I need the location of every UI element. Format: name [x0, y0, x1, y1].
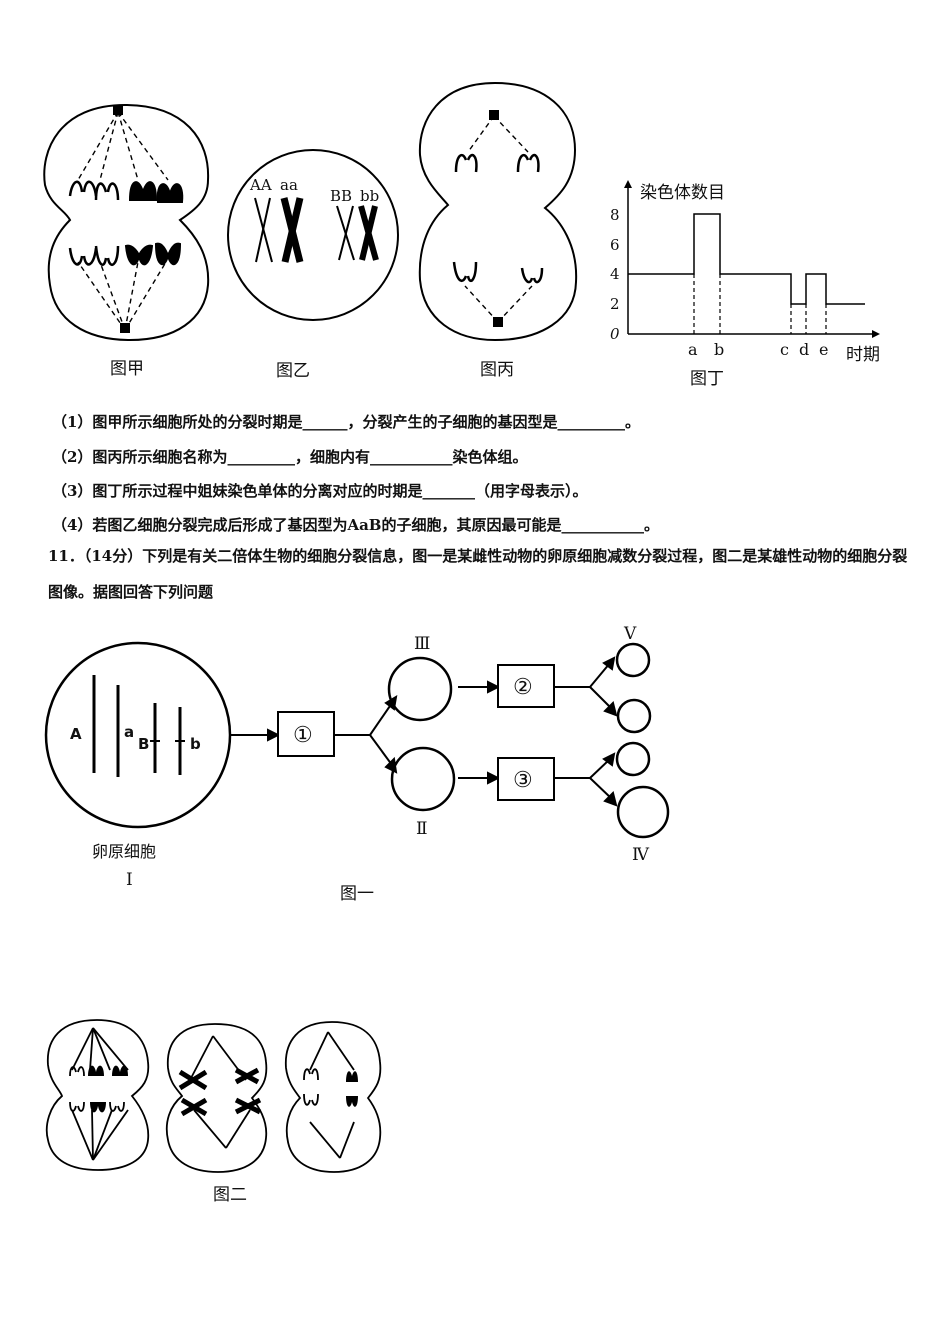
gene-A: A	[70, 725, 82, 743]
question-11: 11．（14分）下列是有关二倍体生物的细胞分裂信息，图一是某雌性动物的卵原细胞减…	[48, 547, 908, 601]
yi-label-aa: aa	[280, 176, 298, 194]
ding-ytick-2: 2	[610, 295, 620, 313]
ding-xtick-e: e	[819, 340, 828, 359]
ding-xtick-c: c	[780, 340, 789, 359]
cell-V-top	[615, 642, 651, 678]
gene-B: B	[138, 735, 149, 753]
figure-ding-chart: 染色体数目 时期 8 6 4 2 0 a b c d e	[610, 180, 880, 365]
ding-x-arrow	[872, 330, 880, 338]
step-box-1-label: ①	[293, 723, 313, 748]
ding-ytick-0: 0	[610, 325, 620, 343]
gene-a: a	[124, 723, 134, 741]
step-box-3	[497, 757, 555, 801]
cell-V-bottom	[616, 698, 652, 734]
ding-xtick-d: d	[799, 340, 809, 359]
bing-caption: 图丙	[480, 360, 514, 380]
label-III: Ⅲ	[414, 634, 430, 654]
figure-two: 图二	[45, 1019, 382, 1205]
yi-label-BB: BB	[330, 187, 352, 205]
top-figures: 图甲 AA aa BB bb 图乙	[43, 81, 880, 389]
jia-caption: 图甲	[110, 359, 144, 379]
figure-jia	[43, 103, 210, 342]
ding-xtick-b: b	[714, 340, 724, 359]
yi-label-AA: AA	[249, 176, 272, 194]
figure-one-caption: 图一	[340, 884, 374, 904]
step-box-3-label: ③	[513, 768, 533, 793]
figure-one: A a B b 卵原细胞 Ⅰ ① ② ③ Ⅲ Ⅱ Ⅴ Ⅳ 图一	[44, 624, 670, 904]
ding-caption: 图丁	[690, 369, 724, 389]
label-V: Ⅴ	[623, 624, 637, 644]
question-1: （1）图甲所示细胞所处的分裂时期是______，分裂产生的子细胞的基因型是___…	[52, 413, 640, 431]
oogonium-caption: 卵原细胞	[92, 842, 156, 861]
fig2-cell-2	[165, 1023, 268, 1173]
ding-ytick-8: 8	[610, 206, 620, 224]
cell-IV-top	[615, 741, 651, 777]
question-2: （2）图丙所示细胞名称为_________，细胞内有___________染色体…	[52, 448, 528, 466]
figure-two-caption: 图二	[213, 1185, 247, 1205]
ding-y-arrow	[624, 180, 632, 188]
yi-caption: 图乙	[276, 361, 310, 381]
ding-ytick-4: 4	[610, 265, 620, 283]
gene-b: b	[190, 735, 201, 753]
question-4: （4）若图乙细胞分裂完成后形成了基因型为AaB的子细胞，其原因最可能是_____…	[52, 516, 659, 534]
oogonium-roman: Ⅰ	[126, 870, 133, 890]
yi-label-bb: bb	[360, 187, 379, 205]
ding-series-line	[628, 213, 865, 305]
ding-ytick-6: 6	[610, 236, 620, 254]
step-box-2-label: ②	[513, 675, 533, 700]
cell-II	[390, 746, 456, 812]
ding-xlabel: 时期	[846, 345, 880, 365]
figure-bing	[418, 81, 578, 342]
cell-chromosomes	[92, 675, 182, 777]
question-3: （3）图丁所示过程中姐妹染色单体的分离对应的时期是_______（用字母表示）。	[52, 482, 588, 500]
ding-xtick-a: a	[688, 340, 698, 359]
figure-yi: AA aa BB bb	[227, 149, 399, 321]
step-box-2	[497, 664, 555, 708]
fig2-cell-3	[284, 1021, 382, 1173]
fig2-cell-1	[45, 1019, 150, 1171]
ding-ylabel: 染色体数目	[640, 183, 725, 203]
label-IV: Ⅳ	[632, 845, 650, 865]
label-II: Ⅱ	[416, 819, 428, 839]
cell-III	[387, 656, 453, 722]
step-box-1	[277, 711, 335, 757]
ding-guides	[693, 274, 827, 334]
cell-IV-bottom	[616, 785, 670, 839]
